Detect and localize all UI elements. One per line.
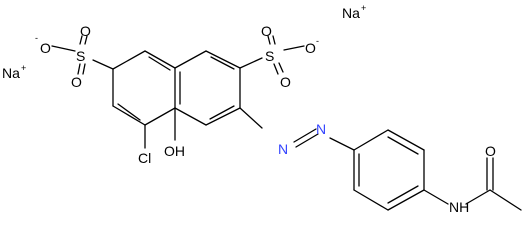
azo-nitrogen-2: N (316, 121, 326, 137)
sodium-top-charge: + (361, 3, 366, 13)
atom-labels: Na + Na + - O O S O O S O - O N N OH Cl … (2, 3, 496, 215)
sodium-left-label: Na (2, 65, 20, 81)
azo-nitrogen-1: N (278, 141, 288, 157)
hydroxyl-label: OH (164, 143, 185, 159)
sodium-left-charge: + (21, 63, 26, 73)
sulfonate-left-o-minus: O (40, 40, 51, 56)
structure-diagram: Na + Na + - O O S O O S O - O N N OH Cl … (2, 3, 522, 215)
bond-lines (51, 35, 522, 211)
amide-nh-label: NH (449, 199, 469, 215)
sulfonate-right-o-down: O (280, 74, 291, 90)
sulfonate-left-o-up: O (80, 23, 91, 39)
sulfonate-right-o-up: O (261, 23, 272, 39)
sulfonate-left-s: S (76, 48, 85, 64)
sodium-top-label: Na (342, 5, 360, 21)
amide-oxygen-label: O (485, 143, 496, 159)
sulfonate-left-o-down: O (71, 74, 82, 90)
sulfonate-right-minus: - (316, 36, 319, 46)
sulfonate-left-minus: - (35, 33, 38, 43)
chloro-label: Cl (138, 150, 151, 166)
sulfonate-right-o-minus: O (305, 40, 316, 56)
sulfonate-right-s: S (265, 48, 274, 64)
